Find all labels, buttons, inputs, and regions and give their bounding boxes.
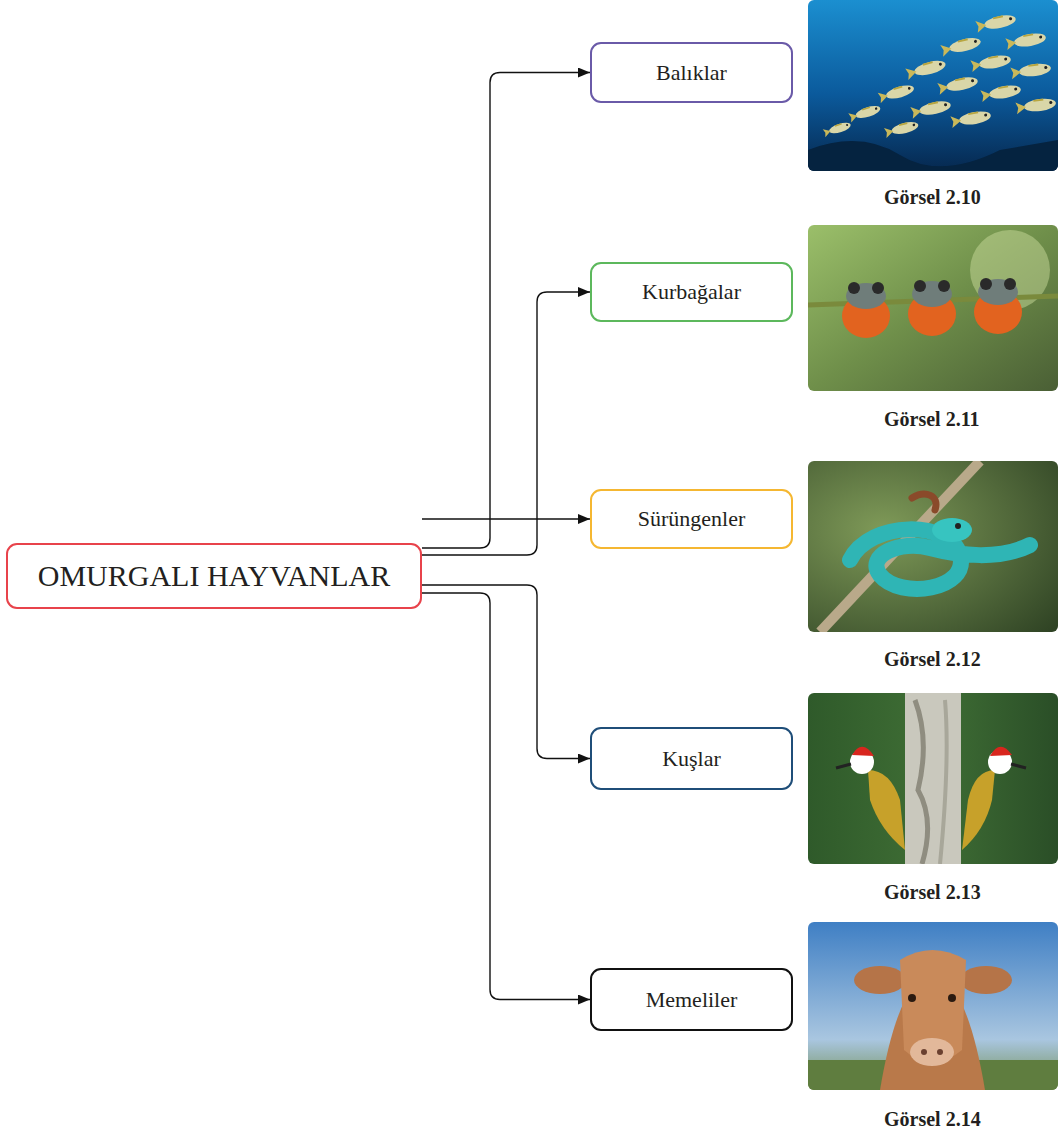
bird-photo-part [808,693,1058,864]
snake-photo-part [955,523,961,529]
woodpecker-part [836,764,851,768]
frog-photo [808,225,1058,391]
node-text: Balıklar [656,60,727,86]
frog [842,282,890,338]
fish-photo-part [1010,62,1051,79]
cow-photo-part [960,966,1012,994]
class-box: Memeliler [590,968,793,1031]
connector-arrow [422,585,590,759]
frog-part [846,283,886,309]
figure-caption: Görsel 2.13 [884,881,981,904]
fish-photo-part [1005,31,1046,50]
frog-part [980,278,992,290]
connector-arrow [422,518,590,519]
frog-part [914,280,926,292]
snake-photo-part [808,461,1058,632]
fish-photo [808,0,1058,171]
connector-arrow [422,292,590,555]
node-text: Kuşlar [662,746,721,772]
woodpecker-part [1011,764,1026,768]
cow-photo-part [908,994,916,1002]
class-box: Sürüngenler [590,489,793,549]
fish-photo-part [905,58,947,80]
frog-part [848,282,860,294]
bird-photo [808,693,1058,864]
frog-part [938,280,950,292]
cow-photo-part [910,1038,954,1066]
cow-photo-part [854,966,906,994]
fish-photo-part [970,53,1011,72]
bird-photo-part [915,700,928,864]
woodpecker-part [962,770,995,850]
figure-caption: Görsel 2.10 [884,186,981,209]
connector-arrow [422,73,590,549]
fish-photo-part [937,75,979,95]
figure-caption: Görsel 2.12 [884,648,981,671]
frog-part [1004,278,1016,290]
node-text: Sürüngenler [638,506,746,532]
fish-photo-part [980,83,1021,102]
figure-caption: Görsel 2.14 [884,1108,981,1131]
cow-photo-part [808,922,1058,1090]
class-box: Balıklar [590,42,793,103]
woodpecker [836,747,905,850]
snake-photo [808,461,1058,632]
woodpecker [962,747,1026,850]
cow-photo [808,922,1058,1090]
snake-photo-part [912,494,936,510]
fish-photo-part [884,120,919,138]
frog-part [912,281,952,307]
woodpecker-part [990,747,1012,756]
cow-photo-part [937,1049,943,1055]
fish-photo-part [823,121,852,138]
woodpecker-part [868,770,905,850]
fish-photo-part [848,103,881,122]
fish-photo-part [808,0,1058,171]
woodpecker-part [852,747,874,756]
frog-part [872,282,884,294]
fish-photo-part [910,99,952,119]
cow-photo-part [921,1049,927,1055]
fish-photo-part [975,13,1017,33]
frog-part [978,279,1018,305]
connector-arrow [422,593,590,1000]
node-text: Memeliler [646,987,738,1013]
bird-photo-part [905,693,961,864]
frog-photo-part [808,225,1058,391]
fish-photo-part [950,109,991,128]
snake-photo-part [932,518,972,542]
frog [908,280,956,336]
root-box: OMURGALI HAYVANLAR [6,543,422,609]
figure-caption: Görsel 2.11 [884,408,980,431]
fish-photo-part [878,83,916,103]
class-box: Kuşlar [590,727,793,790]
fish-photo-part [940,35,982,56]
bird-photo-part [940,700,947,864]
cow-photo-part [948,994,956,1002]
node-text: OMURGALI HAYVANLAR [38,559,391,593]
fish-photo-part [808,140,1058,171]
class-box: Kurbağalar [590,262,793,322]
node-text: Kurbağalar [642,279,741,305]
fish-photo-part [1015,97,1056,114]
frog [974,278,1022,334]
